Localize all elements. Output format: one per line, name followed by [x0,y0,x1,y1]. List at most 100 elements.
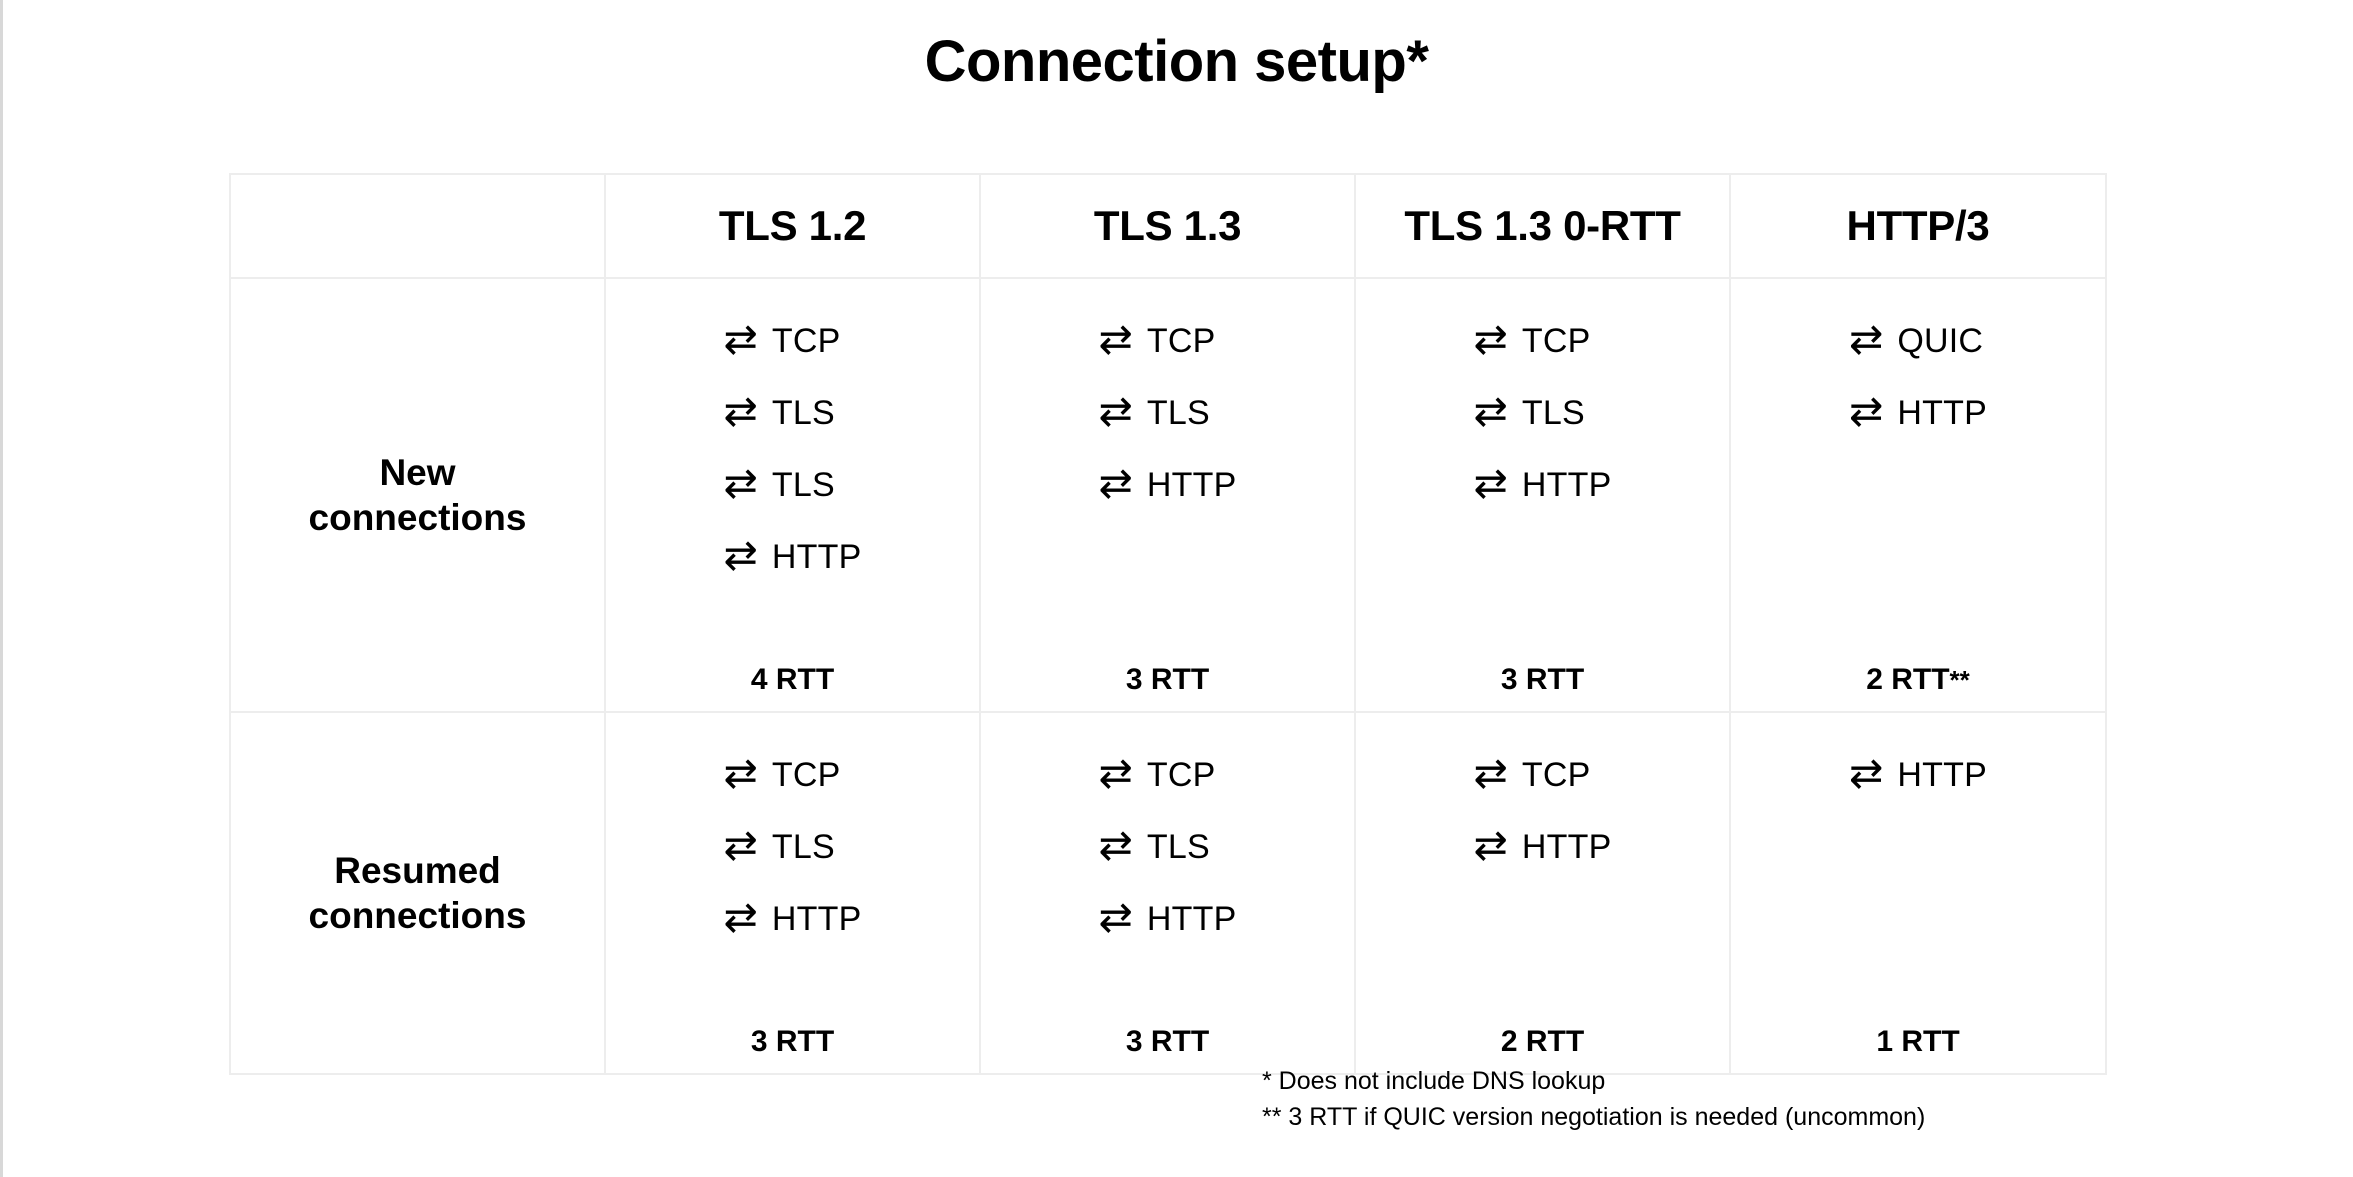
step-item: ⇄ HTTP [1099,895,1237,943]
step-list: ⇄ TCP ⇄ TLS ⇄ HTTP [1099,289,1237,509]
table-body: New connections ⇄ TCP ⇄ TLS [229,277,2107,1075]
rtt-total: 3 RTT [1501,663,1584,701]
footnotes: * Does not include DNS lookup ** 3 RTT i… [1262,1064,1925,1135]
canvas-edge-strip [0,0,3,1177]
bidirectional-arrow-icon: ⇄ [1473,820,1508,869]
bidirectional-arrow-icon: ⇄ [1473,748,1508,797]
rtt-total: 3 RTT [751,1025,834,1063]
rtt-value: 2 RTT [1500,1025,1585,1058]
step-item: ⇄ HTTP [724,895,862,943]
row-label-line-1: Resumed [334,849,501,891]
step-list: ⇄ HTTP [1849,723,1987,799]
step-item: ⇄ QUIC [1849,317,1983,365]
step-item: ⇄ TCP [1474,317,1591,365]
table-header-row: TLS 1.2 TLS 1.3 TLS 1.3 0-RTT HTTP/3 [229,173,2107,279]
bidirectional-arrow-icon: ⇄ [1849,386,1884,435]
column-header-tls13: TLS 1.3 [979,173,1356,279]
step-item: ⇄ TCP [1474,751,1591,799]
step-item: ⇄ HTTP [1474,823,1612,871]
bidirectional-arrow-icon: ⇄ [1849,748,1884,797]
bidirectional-arrow-icon: ⇄ [723,820,758,869]
row-label-new-connections: New connections [229,277,606,713]
table-corner-cell [229,173,606,279]
step-label: HTTP [771,899,862,938]
row-label-line-1: New [379,451,456,493]
step-item: ⇄ TCP [724,317,841,365]
connection-setup-table: TLS 1.2 TLS 1.3 TLS 1.3 0-RTT HTTP/3 New… [229,173,2107,1075]
step-item: ⇄ TLS [724,461,835,509]
step-label: TCP [1521,321,1591,360]
step-label: HTTP [771,537,862,576]
step-list: ⇄ TCP ⇄ HTTP [1474,723,1612,871]
cell-resumed-tls12: ⇄ TCP ⇄ TLS ⇄ HTTP [604,711,981,1075]
step-label: TLS [771,393,835,432]
row-label-line-2: connections [308,497,527,538]
bidirectional-arrow-icon: ⇄ [723,314,758,363]
step-item: ⇄ TCP [1099,751,1216,799]
bidirectional-arrow-icon: ⇄ [723,748,758,797]
bidirectional-arrow-icon: ⇄ [1098,892,1133,941]
step-label: TLS [1146,827,1210,866]
step-label: HTTP [1897,393,1987,432]
rtt-total: 4 RTT [751,663,834,701]
table-row: New connections ⇄ TCP ⇄ TLS [229,277,2107,713]
step-label: TLS [1146,393,1210,432]
cell-new-tls13-0rtt: ⇄ TCP ⇄ TLS ⇄ HTTP [1354,277,1731,713]
step-label: HTTP [1897,755,1987,794]
step-item: ⇄ HTTP [1849,751,1987,799]
step-item: ⇄ TCP [724,751,841,799]
footnote-dns: * Does not include DNS lookup [1262,1067,1606,1095]
bidirectional-arrow-icon: ⇄ [1098,820,1133,869]
step-label: TCP [1521,755,1591,794]
step-list: ⇄ QUIC ⇄ HTTP [1849,289,1987,437]
bidirectional-arrow-icon: ⇄ [723,530,758,579]
step-item: ⇄ HTTP [1474,461,1612,509]
step-item: ⇄ HTTP [1099,461,1237,509]
rtt-value: 4 RTT [750,663,835,696]
cell-resumed-tls13: ⇄ TCP ⇄ TLS ⇄ HTTP [979,711,1356,1075]
step-list: ⇄ TCP ⇄ TLS ⇄ HTTP [1474,289,1612,509]
bidirectional-arrow-icon: ⇄ [723,892,758,941]
bidirectional-arrow-icon: ⇄ [1098,386,1133,435]
step-label: TLS [771,827,835,866]
bidirectional-arrow-icon: ⇄ [1098,458,1133,507]
step-list: ⇄ TCP ⇄ TLS ⇄ TLS [724,289,862,581]
rtt-value: 3 RTT [1500,663,1585,696]
step-item: ⇄ HTTP [1849,389,1987,437]
step-label: TCP [1146,755,1216,794]
row-label-line-2: connections [308,895,527,936]
cell-new-tls12: ⇄ TCP ⇄ TLS ⇄ TLS [604,277,981,713]
rtt-total: 2 RTT** [1866,663,1970,701]
row-label-resumed-connections: Resumed connections [229,711,606,1075]
rtt-footnote-mark: ** [1949,665,1970,695]
rtt-value: 3 RTT [1125,1025,1210,1058]
step-label: TCP [1146,321,1216,360]
step-item: ⇄ TLS [1099,823,1210,871]
step-item: ⇄ HTTP [724,533,862,581]
step-label: TCP [771,755,841,794]
rtt-total: 3 RTT [1126,1025,1209,1063]
footnote-quic-version-negotiation: ** 3 RTT if QUIC version negotiation is … [1262,1102,1926,1131]
column-header-tls13-0rtt: TLS 1.3 0-RTT [1354,173,1731,279]
cell-resumed-tls13-0rtt: ⇄ TCP ⇄ HTTP 2 RTT [1354,711,1731,1075]
step-list: ⇄ TCP ⇄ TLS ⇄ HTTP [1099,723,1237,943]
step-label: TLS [1521,393,1585,432]
step-label: HTTP [1521,827,1612,866]
cell-resumed-http3: ⇄ HTTP 1 RTT [1729,711,2107,1075]
step-label: HTTP [1146,899,1237,938]
cell-new-tls13: ⇄ TCP ⇄ TLS ⇄ HTTP [979,277,1356,713]
table-row: Resumed connections ⇄ TCP ⇄ TLS [229,711,2107,1075]
page-title: Connection setup* [924,29,1429,94]
column-header-http3: HTTP/3 [1729,173,2107,279]
rtt-value: 1 RTT [1876,1025,1960,1058]
bidirectional-arrow-icon: ⇄ [723,386,758,435]
step-item: ⇄ TLS [1474,389,1585,437]
rtt-value: 3 RTT [750,1025,835,1058]
step-item: ⇄ TLS [724,389,835,437]
rtt-total: 2 RTT [1501,1025,1584,1063]
column-header-tls12: TLS 1.2 [604,173,981,279]
bidirectional-arrow-icon: ⇄ [1849,314,1884,363]
step-label: TCP [771,321,841,360]
rtt-value: 2 RTT [1866,663,1950,696]
step-item: ⇄ TLS [1099,389,1210,437]
